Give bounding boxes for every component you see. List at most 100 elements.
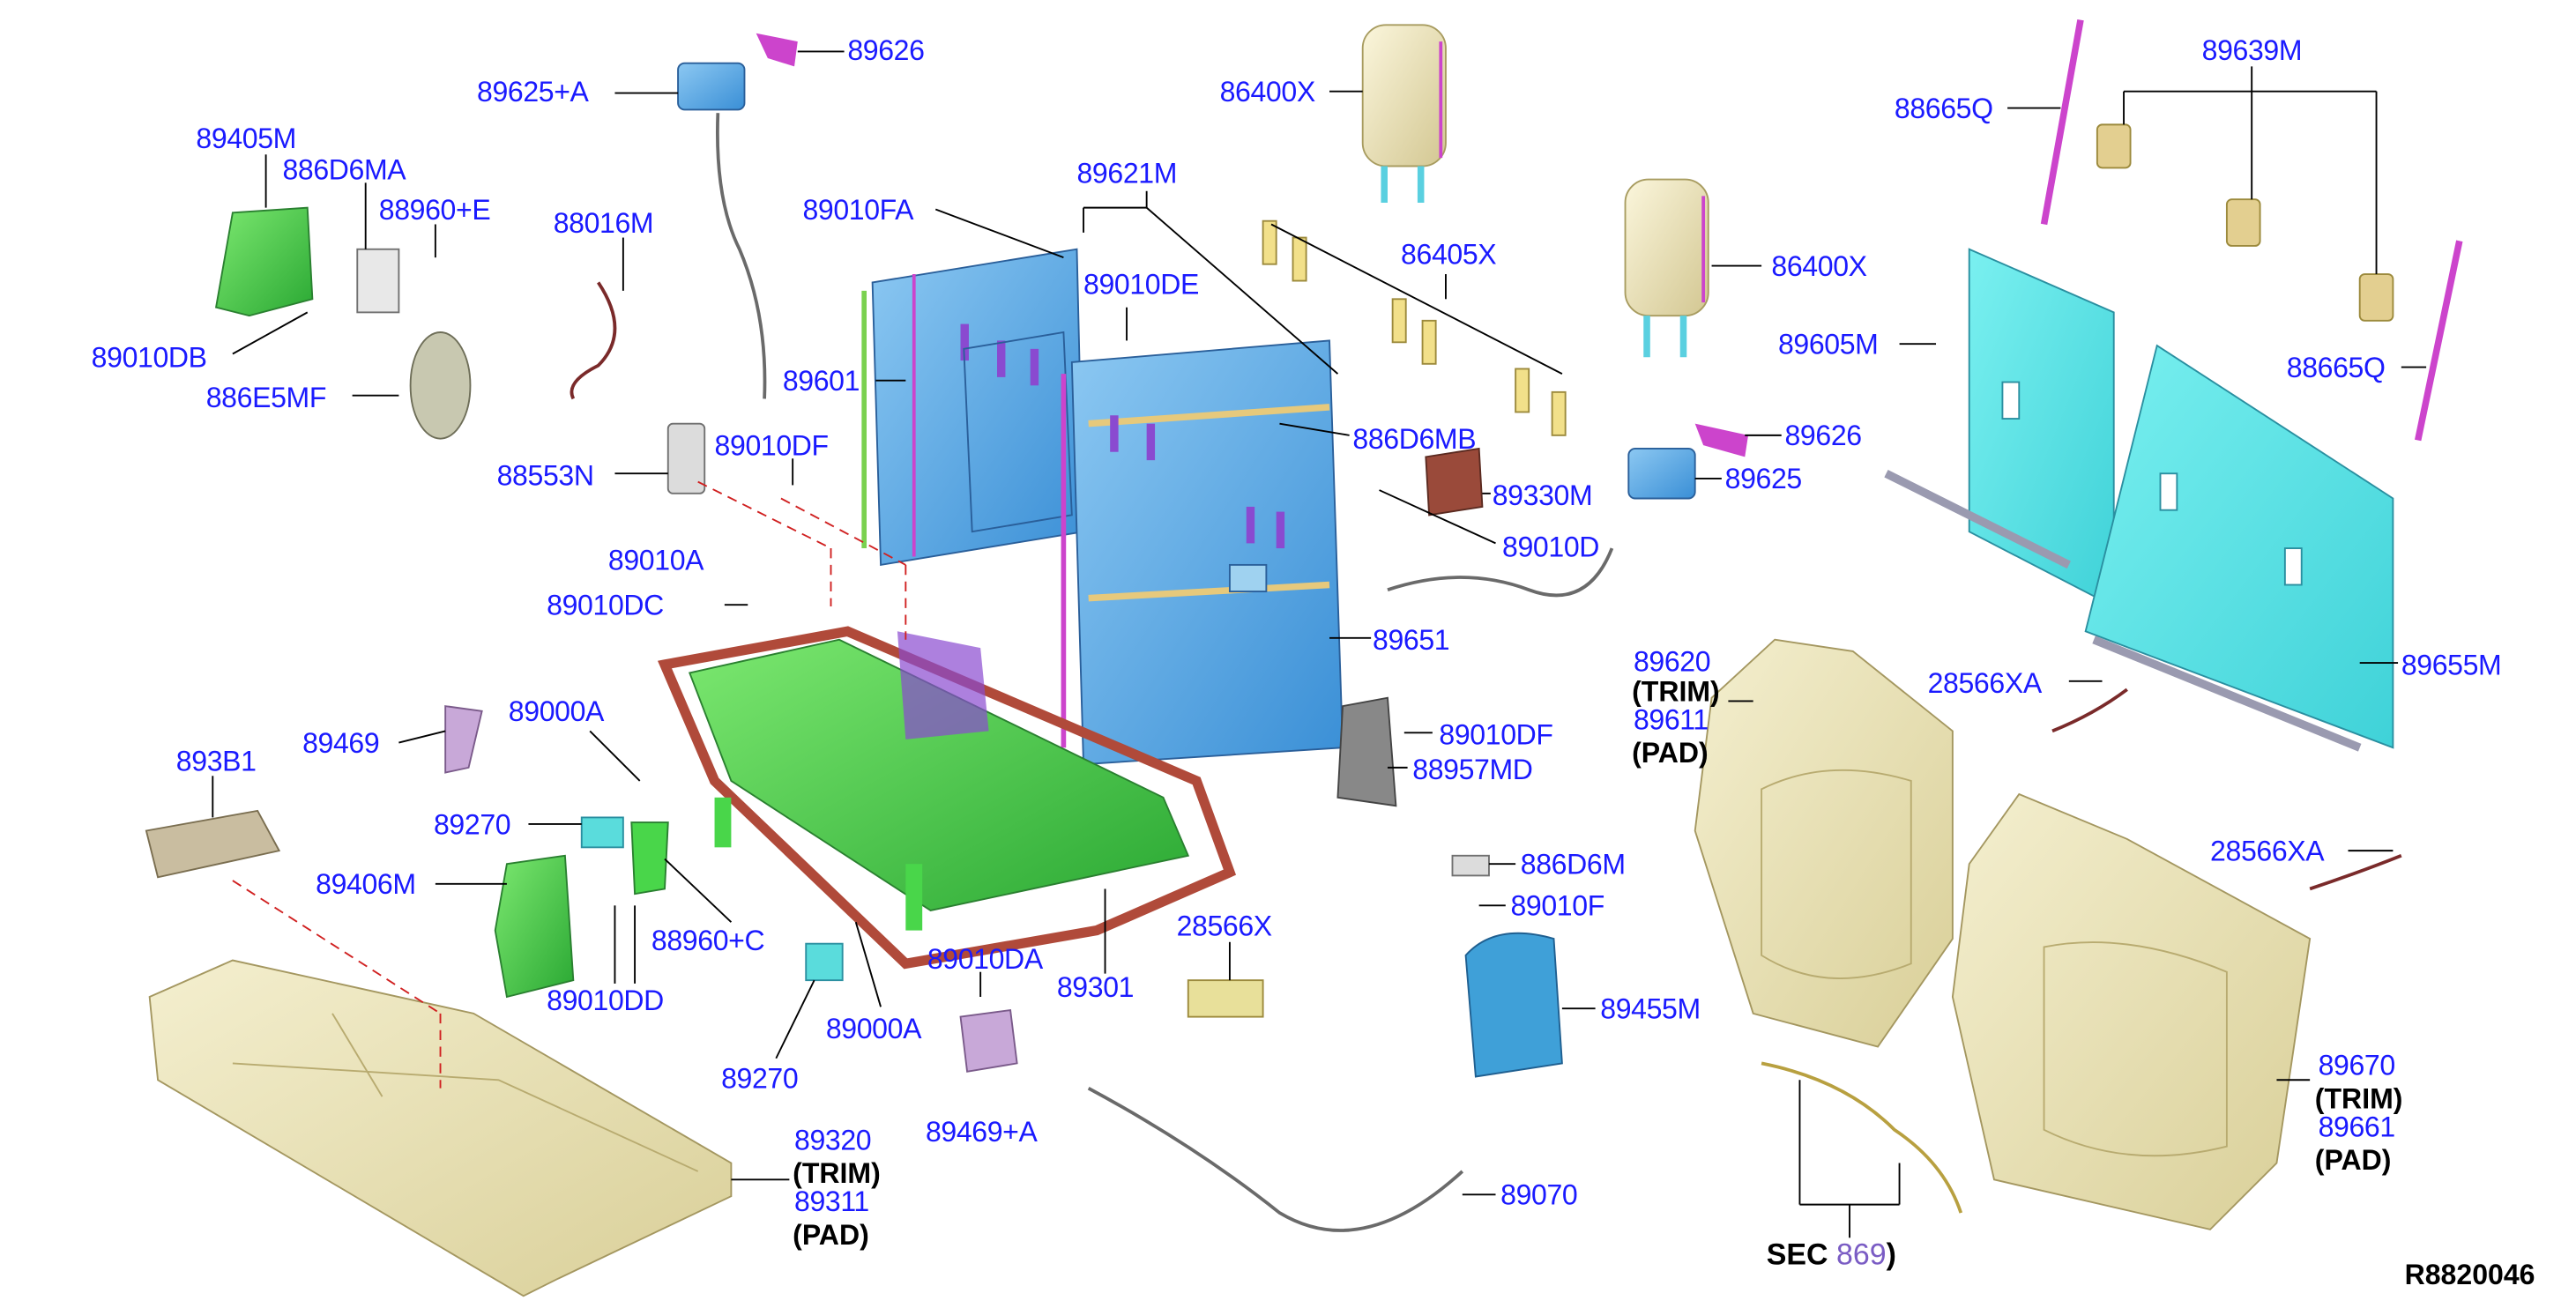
part-label-89639m[interactable]: 89639M (2201, 34, 2303, 67)
harness-28566xa-a (2051, 687, 2128, 733)
part-label-89010de[interactable]: 89010DE (1083, 269, 1200, 301)
part-label-89670[interactable]: 89670 (2318, 1050, 2396, 1082)
clip-89626b (1694, 423, 1749, 457)
part-label-89406m[interactable]: 89406M (316, 868, 416, 901)
bracket-886d6m (1451, 854, 1490, 877)
side-shield-89455m (1464, 932, 1563, 1078)
part-label-89320[interactable]: 89320 (794, 1125, 872, 1156)
note-pad-89311: (PAD) (793, 1219, 869, 1252)
harness-89651 (1387, 547, 1614, 598)
harness-sec869 (1761, 1061, 1963, 1214)
part-label-89010a[interactable]: 89010A (607, 545, 704, 577)
part-label-89070[interactable]: 89070 (1500, 1179, 1578, 1212)
rod-88665q-lower (2414, 240, 2463, 442)
part-label-89469a[interactable]: 89469+A (925, 1116, 1038, 1148)
latch-88553n (666, 422, 706, 494)
harness-28566xa-b (2309, 854, 2402, 891)
part-label-86400x-right[interactable]: 86400X (1771, 250, 1867, 283)
bracket-88960c (630, 821, 669, 896)
part-label-89010dd[interactable]: 89010DD (547, 985, 664, 1017)
part-label-89270-lower[interactable]: 89270 (721, 1063, 799, 1096)
part-label-28566xa-upper[interactable]: 28566XA (1927, 667, 2043, 700)
seat-cushion-frame (658, 626, 1237, 970)
part-label-89651[interactable]: 89651 (1373, 624, 1450, 657)
harness-89070 (1087, 1087, 1464, 1232)
part-label-89010df-lower[interactable]: 89010DF (1439, 719, 1553, 752)
part-label-86400x-upper[interactable]: 86400X (1219, 76, 1316, 108)
part-label-28566x[interactable]: 28566X (1176, 910, 1273, 942)
part-label-89010d[interactable]: 89010D (1502, 531, 1600, 564)
seat-cushion-pad (148, 959, 733, 1297)
part-label-89605m[interactable]: 89605M (1777, 329, 1879, 361)
part-label-886d6m[interactable]: 886D6M (1520, 849, 1626, 881)
part-label-89270-upper[interactable]: 89270 (433, 808, 511, 841)
part-label-88016m[interactable]: 88016M (553, 207, 654, 240)
note-trim-89620: (TRIM) (1632, 676, 1720, 709)
switch-89270a (580, 816, 624, 849)
part-label-89010db[interactable]: 89010DB (91, 342, 207, 375)
part-label-886e5mf[interactable]: 886E5MF (205, 382, 327, 414)
part-label-89000a-lower[interactable]: 89000A (825, 1013, 922, 1045)
note-trim-89670: (TRIM) (2314, 1083, 2403, 1115)
part-label-89625a[interactable]: 89625+A (476, 76, 589, 108)
part-label-86405x[interactable]: 86405X (1401, 239, 1497, 271)
part-label-89601[interactable]: 89601 (782, 365, 860, 398)
part-label-89626-right[interactable]: 89626 (1784, 420, 1862, 452)
part-label-89625[interactable]: 89625 (1724, 463, 1803, 495)
part-label-89000a-upper[interactable]: 89000A (508, 695, 605, 728)
part-label-89469[interactable]: 89469 (302, 727, 380, 760)
hinge-cover-886e5mf (409, 331, 472, 440)
section-prefix: SEC (1766, 1237, 1836, 1272)
part-label-89621m[interactable]: 89621M (1076, 158, 1178, 190)
seatback-frame-right (1061, 339, 1344, 766)
part-label-89010df-upper[interactable]: 89010DF (714, 430, 830, 463)
harness-88016m (570, 281, 617, 400)
part-label-28566xa-lower[interactable]: 28566XA (2210, 836, 2325, 867)
part-label-886d6mb[interactable]: 886D6MB (1352, 423, 1477, 456)
assembly-guides (232, 480, 907, 1089)
section-link-869[interactable]: 869 (1835, 1237, 1887, 1272)
part-label-89405m[interactable]: 89405M (196, 123, 296, 155)
headrest-guides (1262, 219, 1567, 436)
motor-89625a (677, 62, 746, 111)
clip-89626a (756, 33, 798, 67)
part-label-89626-upper[interactable]: 89626 (847, 34, 925, 67)
part-label-89010da[interactable]: 89010DA (927, 943, 1043, 976)
part-label-89010f[interactable]: 89010F (1510, 890, 1604, 923)
part-label-886d6ma[interactable]: 886D6MA (282, 154, 406, 187)
part-label-89010fa[interactable]: 89010FA (802, 194, 914, 227)
part-label-89330m[interactable]: 89330M (1492, 479, 1593, 512)
part-label-89620[interactable]: 89620 (1633, 646, 1711, 679)
part-label-88553n[interactable]: 88553N (496, 460, 594, 492)
side-cover-88957md (1336, 696, 1397, 807)
part-label-88957md[interactable]: 88957MD (1412, 754, 1533, 786)
part-label-89655m[interactable]: 89655M (2401, 650, 2502, 681)
part-label-89301[interactable]: 89301 (1056, 971, 1135, 1004)
note-pad-89661: (PAD) (2314, 1144, 2392, 1177)
seatback-frame-left (861, 248, 1084, 567)
part-label-88960e[interactable]: 88960+E (378, 194, 491, 227)
bracket-89330m (1425, 447, 1484, 517)
part-label-89311[interactable]: 89311 (794, 1185, 869, 1218)
part-label-89455m[interactable]: 89455M (1600, 993, 1701, 1026)
brackets-89639m (2096, 123, 2394, 322)
module-28566x (1187, 979, 1264, 1018)
harness-89625a-cable (716, 113, 767, 399)
back-pad-middle (1694, 638, 1954, 1048)
part-label-88665q-upper[interactable]: 88665Q (1894, 93, 1993, 125)
section-suffix: ) (1886, 1237, 1896, 1272)
part-label-893b1[interactable]: 893B1 (175, 746, 257, 778)
back-pad-right (1951, 792, 2312, 1230)
part-label-89611[interactable]: 89611 (1633, 704, 1709, 737)
headrest-right (1624, 178, 1709, 358)
part-label-89010dc[interactable]: 89010DC (547, 590, 664, 621)
part-label-89661[interactable]: 89661 (2318, 1111, 2396, 1143)
back-panel-right (2084, 344, 2394, 752)
armrest-89405m (214, 206, 314, 317)
part-label-88960c[interactable]: 88960+C (651, 925, 765, 957)
rod-88665q-upper (2040, 19, 2084, 226)
part-label-88665q-lower[interactable]: 88665Q (2286, 352, 2386, 384)
bracket-886d6ma (356, 248, 400, 314)
diagram-reference-code: R8820046 (2404, 1259, 2535, 1291)
